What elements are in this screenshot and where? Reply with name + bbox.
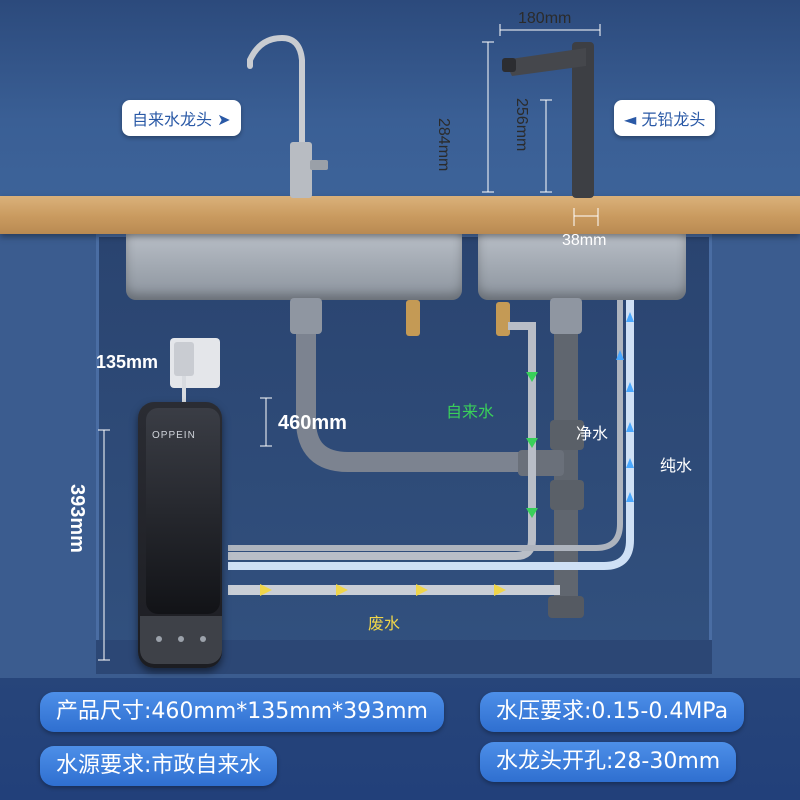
arrow-right-icon: ➤: [217, 110, 231, 129]
spout-height-label: 256mm: [513, 98, 530, 152]
countertop: [0, 196, 800, 234]
pure-water-arrow-icons: [616, 312, 634, 502]
device-depth-label: 135mm: [96, 352, 159, 372]
tap-water-faucet-label: 自来水龙头 ➤: [122, 100, 241, 136]
faucet-width-label: 180mm: [518, 10, 572, 27]
spec-faucet-hole: 水龙头开孔:28-30mm: [480, 742, 737, 782]
arrow-left-icon: ◄: [624, 110, 637, 129]
spec-water-source: 水源要求:市政自来水: [40, 746, 278, 786]
spec-pressure: 水压要求:0.15-0.4MPa: [480, 692, 745, 732]
tap-water-flow-label: 自来水: [446, 402, 495, 421]
lead-free-faucet-label: ◄ 无铅龙头: [614, 100, 716, 136]
device-height-label: 393mm: [66, 484, 88, 553]
waste-water-flow-label: 废水: [368, 614, 401, 633]
spec-size: 产品尺寸:460mm*135mm*393mm: [40, 692, 444, 732]
device-width-label: 460mm: [278, 412, 347, 434]
faucet-height-label: 284mm: [435, 118, 452, 172]
tap-water-arrow-icons: [526, 372, 538, 518]
faucet-base-label: 38mm: [562, 232, 607, 249]
sink-left: [126, 234, 462, 300]
control-buttons: [156, 636, 208, 644]
tap-water-faucet-icon: [247, 34, 328, 198]
water-purifier-panel: [146, 408, 220, 614]
waste-water-arrow-icons: [260, 584, 506, 596]
lead-free-faucet-icon: [502, 42, 594, 198]
pure-water-flow-label: 纯水: [660, 456, 693, 475]
brand-logo: OPPEIN: [152, 430, 196, 441]
sink-right: [478, 234, 686, 300]
clean-water-flow-label: 净水: [576, 424, 609, 443]
